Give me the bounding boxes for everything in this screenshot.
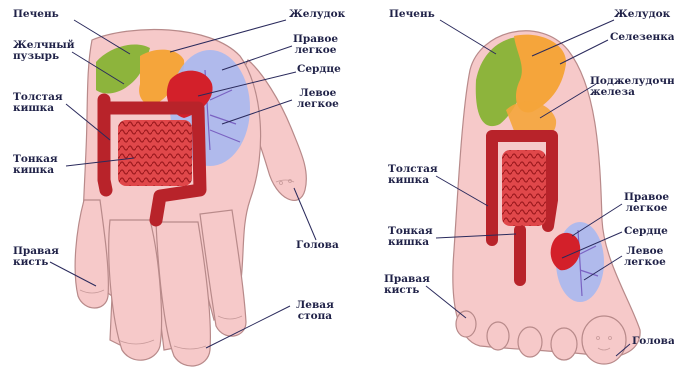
toe-big	[582, 316, 626, 364]
label-heart-foot: Сердце	[624, 226, 668, 237]
small-intestine-zone	[118, 120, 192, 186]
label-small-intestine-hand: Тонкая кишка	[13, 154, 58, 176]
label-pancreas-foot: Поджелудочная железа	[590, 76, 674, 98]
label-left-foot-hand: Левая стопа	[296, 300, 334, 322]
label-spleen-foot: Селезенка	[610, 32, 674, 43]
label-gallbladder-hand: Желчный пузырь	[13, 40, 75, 62]
toe-fourth	[487, 322, 509, 350]
toe-little	[456, 311, 476, 337]
label-stomach-foot: Желудок	[614, 9, 670, 20]
label-large-intestine-foot: Толстая кишка	[388, 164, 438, 186]
label-small-intestine-foot: Тонкая кишка	[388, 226, 433, 248]
label-stomach-hand: Желудок	[289, 9, 345, 20]
small-intestine-zone	[502, 150, 546, 226]
label-liver-hand: Печень	[13, 9, 59, 20]
label-heart-hand: Сердце	[297, 64, 341, 75]
label-right-hand-hand: Правая кисть	[13, 246, 59, 268]
label-left-lung-hand: Левое легкое	[297, 88, 339, 110]
label-head-foot: Голова	[632, 336, 674, 347]
label-right-lung-hand: Правое легкое	[293, 34, 338, 56]
toe-second	[551, 328, 577, 360]
toe-third	[518, 327, 542, 357]
label-right-hand-foot: Правая кисть	[384, 274, 430, 296]
label-right-lung-foot: Правое легкое	[624, 192, 669, 214]
label-large-intestine-hand: Толстая кишка	[13, 92, 63, 114]
label-head-hand: Голова	[296, 240, 339, 251]
label-left-lung-foot: Левое легкое	[624, 246, 666, 268]
label-liver-foot: Печень	[389, 9, 435, 20]
